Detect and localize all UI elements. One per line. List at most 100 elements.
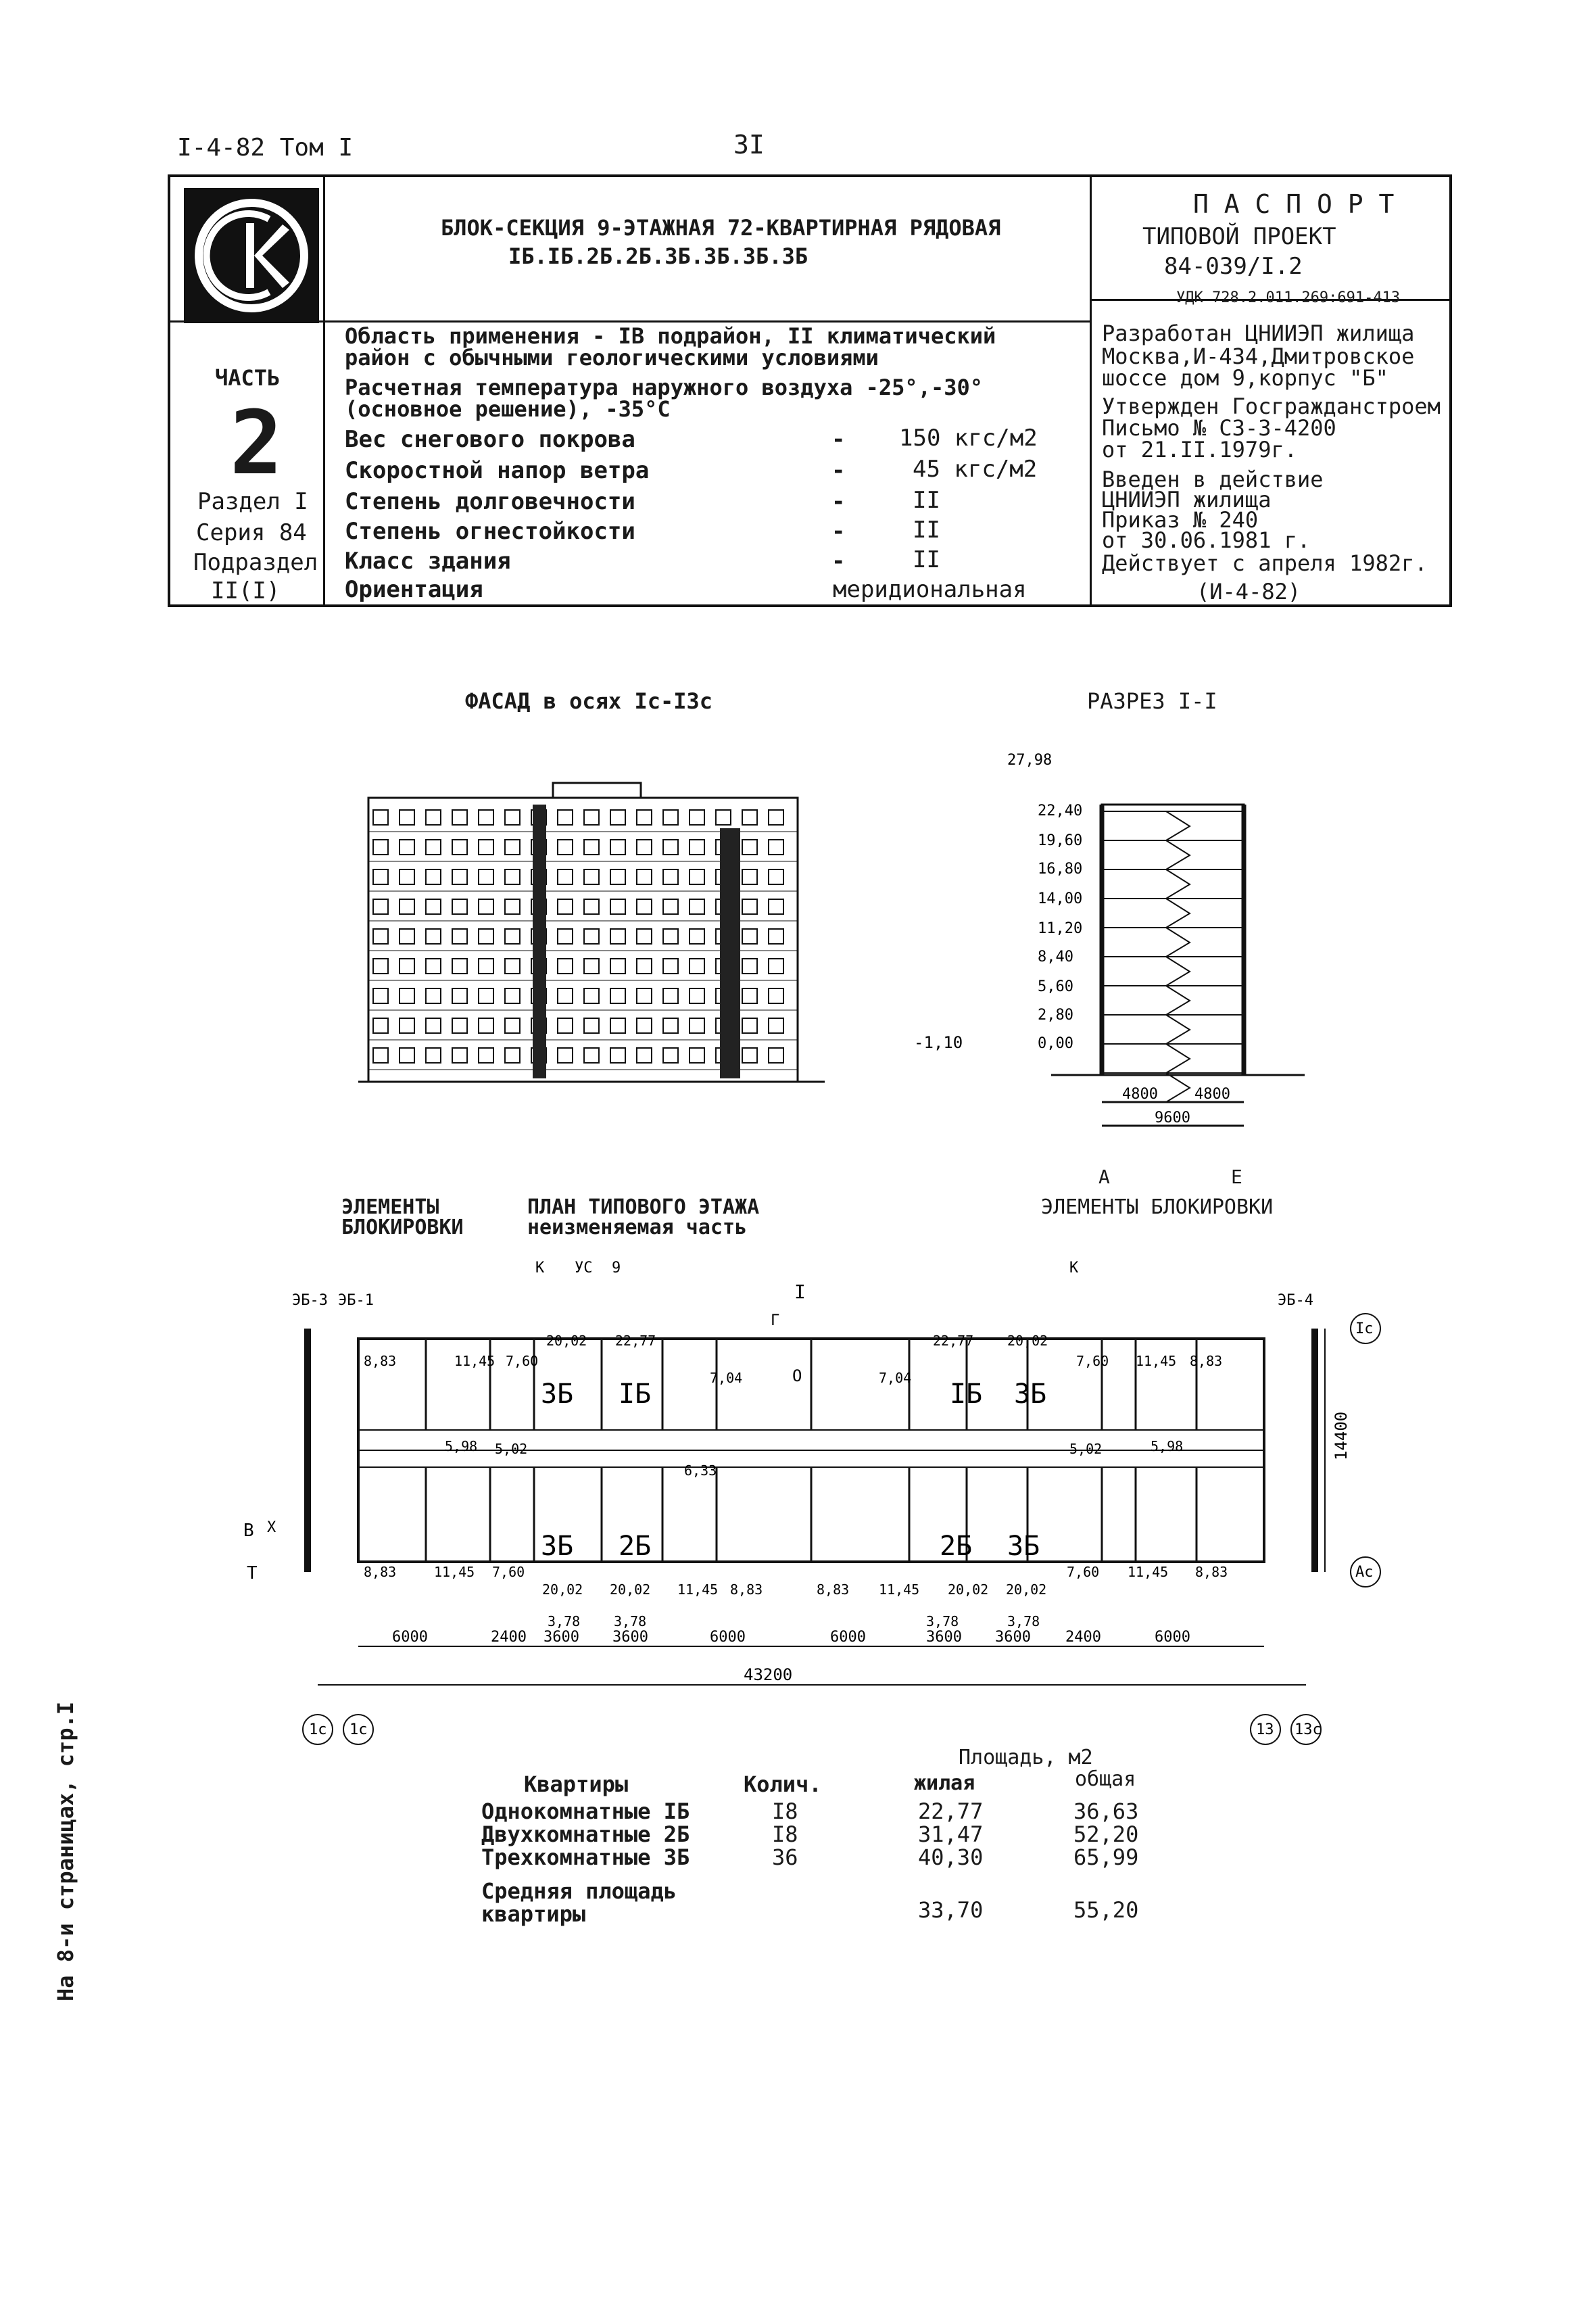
facade-window: [689, 1047, 705, 1064]
facade-window: [742, 809, 758, 826]
plan-dimension: 3600: [926, 1629, 962, 1646]
facade-window: [610, 809, 626, 826]
scope-line1: Область применения - IВ подрайон, II кли…: [345, 323, 996, 349]
facade-window: [742, 1047, 758, 1064]
facade-window: [610, 958, 626, 974]
section-level: 19,60: [1038, 832, 1082, 849]
axis-label: 13с: [1295, 1721, 1322, 1738]
facade-window: [636, 928, 652, 945]
facade-window: [452, 839, 468, 855]
facade-window: [689, 988, 705, 1004]
plan-tag: ЭБ-3: [292, 1292, 328, 1309]
flat-living-area: 31,47: [918, 1821, 984, 1847]
section-stair: [1165, 985, 1191, 1016]
flat-type-label: IБ: [950, 1379, 982, 1410]
facade-window: [478, 1018, 494, 1034]
facade-window: [636, 809, 652, 826]
plan-dimension-depth: 14400: [1332, 1412, 1351, 1460]
param-value: меридиональная: [833, 576, 1027, 603]
flat-count: 36: [772, 1844, 798, 1870]
facade-window: [583, 869, 600, 885]
facade-window: [504, 809, 521, 826]
room-area: 20,02: [542, 1581, 583, 1598]
facade-window: [425, 1047, 441, 1064]
facade-window: [504, 1018, 521, 1034]
axis-label-a: А: [1098, 1166, 1110, 1188]
section-level: 8,40: [1038, 949, 1073, 965]
flat-living-area: 40,30: [918, 1844, 984, 1870]
stair-shadow: [533, 805, 546, 1078]
section-stair: [1165, 927, 1191, 957]
facade-window: [662, 1047, 679, 1064]
facade-window: [557, 1047, 573, 1064]
facade-window: [689, 928, 705, 945]
room-area: 8,83: [817, 1581, 849, 1598]
facade-window: [742, 869, 758, 885]
param-value: 150 кгс/м2: [899, 425, 1038, 452]
facade-window: [768, 1018, 784, 1034]
facade-window: [372, 958, 389, 974]
section-level: 14,00: [1038, 890, 1082, 907]
section-dimension: 9600: [1155, 1109, 1190, 1126]
passport-title: П А С П О Р Т: [1193, 189, 1395, 219]
facade-window: [610, 928, 626, 945]
facade-window: [478, 839, 494, 855]
facade-window: [768, 899, 784, 915]
room-area: 11,45: [454, 1353, 495, 1369]
plan-dimension: 6000: [392, 1629, 428, 1646]
facade-window: [425, 988, 441, 1004]
facade-window: [610, 839, 626, 855]
facade-window: [636, 899, 652, 915]
facade-window: [610, 869, 626, 885]
section-stair: [1165, 1043, 1191, 1074]
plan-tag: I: [794, 1281, 806, 1303]
col-flats-header: Квартиры: [524, 1771, 629, 1797]
facade-window: [372, 928, 389, 945]
facade-window: [399, 1018, 415, 1034]
param-value: II: [913, 487, 940, 514]
facade-window: [557, 809, 573, 826]
facade-window: [636, 988, 652, 1004]
temperature-line1: Расчетная температура наружного воздуха …: [345, 375, 984, 400]
facade-window: [425, 839, 441, 855]
section-stair: [1165, 1072, 1191, 1103]
plan-dimension: 3600: [995, 1629, 1031, 1646]
facade-window: [478, 928, 494, 945]
flat-type-name: Двухкомнатные 2Б: [481, 1821, 690, 1847]
axis-label-e: Е: [1231, 1166, 1242, 1188]
facade-window: [583, 988, 600, 1004]
section-stair: [1165, 956, 1191, 986]
flat-type-label: 3Б: [541, 1531, 573, 1562]
param-label: Класс здания: [345, 548, 511, 575]
facade-body: [358, 782, 825, 1083]
facade-window: [557, 899, 573, 915]
facade-window: [425, 1018, 441, 1034]
facade-window: [610, 1047, 626, 1064]
param-label: Степень долговечности: [345, 488, 635, 515]
room-area: 7,04: [710, 1370, 742, 1386]
flat-total-area: 52,20: [1073, 1821, 1139, 1847]
room-area: 11,45: [677, 1581, 718, 1598]
facade-window: [583, 839, 600, 855]
facade-window: [425, 869, 441, 885]
blocking-elements-label: БЛОКИРОВКИ: [341, 1216, 464, 1239]
flat-living-area: 22,77: [918, 1798, 984, 1824]
balcony-area: 3,78: [1007, 1613, 1040, 1629]
facade-drawing: [358, 782, 825, 1083]
col-living-header: жилая: [914, 1771, 975, 1795]
blocking-elements-label-right: ЭЛЕМЕНТЫ БЛОКИРОВКИ: [1041, 1195, 1274, 1219]
facade-window: [583, 928, 600, 945]
param-dash: -: [831, 488, 846, 515]
facade-window: [768, 839, 784, 855]
room-area: 7,60: [1067, 1564, 1099, 1580]
section-level: 2,80: [1038, 1007, 1073, 1024]
facade-window: [742, 839, 758, 855]
col-total-header: общая: [1075, 1767, 1136, 1791]
facade-window: [742, 988, 758, 1004]
facade-window: [662, 1018, 679, 1034]
intro-line: Приказ № 240: [1102, 507, 1259, 533]
section-level: 0,00: [1038, 1035, 1073, 1052]
plan-dimension: 2400: [1065, 1629, 1101, 1646]
axis-label: Iс: [1355, 1320, 1374, 1337]
section-level: 5,60: [1038, 978, 1073, 995]
